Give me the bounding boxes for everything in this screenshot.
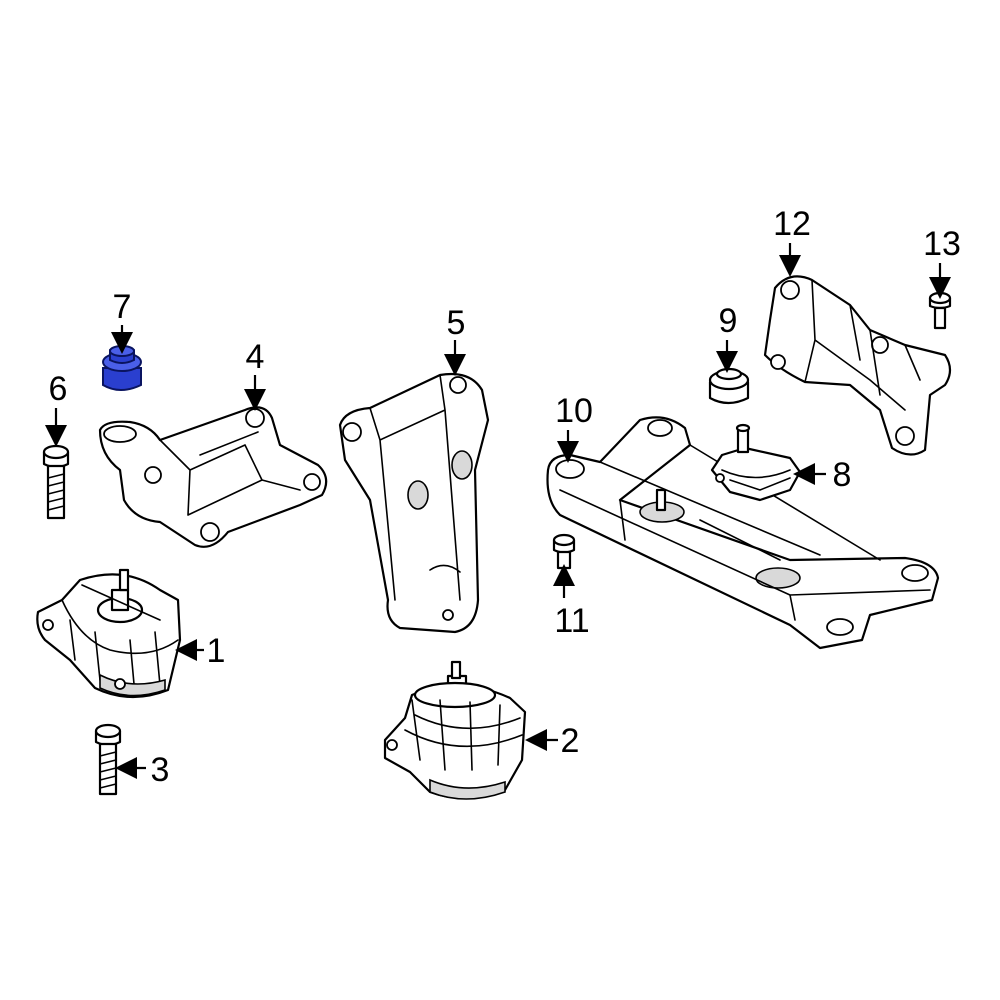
- part-10-crossmember[interactable]: [546, 416, 940, 650]
- callout-numbers: 7 6 4 5 1 3 2 10 11 9 8 12 13: [49, 205, 961, 789]
- callout-6: 6: [49, 370, 68, 408]
- callout-8: 8: [833, 456, 852, 494]
- part-2-engine-mount[interactable]: [383, 660, 527, 800]
- callout-leaders: [45, 243, 951, 779]
- part-13-bolt[interactable]: [928, 291, 952, 330]
- part-11-bolt[interactable]: [552, 533, 576, 570]
- callout-3: 3: [151, 751, 170, 789]
- callout-2: 2: [561, 722, 580, 760]
- callout-12: 12: [773, 205, 811, 243]
- part-4-bracket[interactable]: [98, 406, 328, 548]
- callout-4: 4: [246, 338, 265, 376]
- callout-10: 10: [555, 392, 593, 430]
- part-7-nut[interactable]: [102, 345, 142, 391]
- callout-9: 9: [719, 302, 738, 340]
- part-12-bracket[interactable]: [763, 275, 952, 456]
- part-6-bolt[interactable]: [42, 444, 70, 520]
- part-1-engine-mount[interactable]: [36, 568, 182, 699]
- callout-1: 1: [207, 632, 226, 670]
- callout-5: 5: [447, 304, 466, 342]
- part-9-nut[interactable]: [708, 367, 750, 405]
- part-8-transmission-mount[interactable]: [710, 423, 802, 502]
- callout-7: 7: [113, 288, 132, 326]
- part-3-bolt[interactable]: [94, 723, 122, 796]
- callout-11: 11: [554, 602, 589, 640]
- part-5-bracket[interactable]: [338, 372, 490, 634]
- callout-13: 13: [923, 225, 961, 263]
